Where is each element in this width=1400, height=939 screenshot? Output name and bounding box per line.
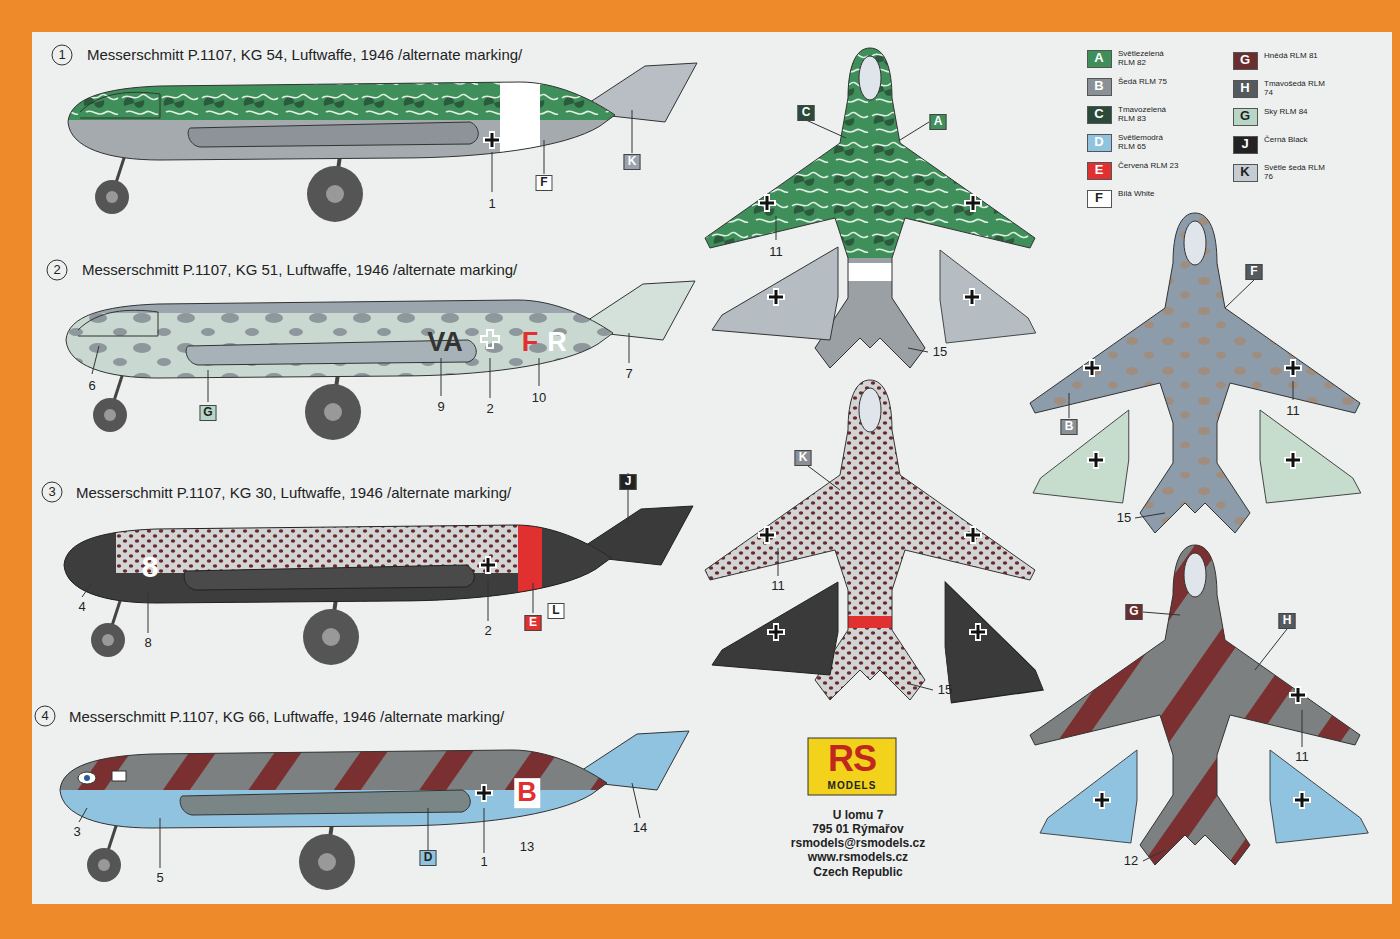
legend-letter: J [1241, 137, 1248, 151]
legend-text: Světlezelená RLM 82 [1118, 49, 1180, 67]
callout-number: 15 [938, 683, 952, 697]
legend-letter: E [1095, 163, 1104, 177]
profile-number: 1 [52, 45, 73, 66]
legend-text: Šedá RLM 75 [1118, 77, 1180, 86]
address-line: www.rsmodels.cz [808, 851, 908, 864]
legend-letter: F [1095, 191, 1103, 205]
callout-number: 7 [625, 367, 632, 381]
color-callout: E [525, 615, 542, 631]
color-callout: J [620, 474, 637, 490]
color-callout: H [1279, 613, 1296, 629]
color-callout: G [200, 405, 217, 421]
profile-number: 3 [42, 482, 63, 503]
aircraft-marking: F [522, 328, 539, 358]
callout-number: 11 [1286, 404, 1300, 418]
address-line: Czech Republic [813, 866, 902, 879]
callout-number: 14 [633, 821, 647, 835]
callout-number: 13 [520, 840, 534, 854]
color-callout: A [930, 114, 947, 130]
top-view-1 [705, 48, 1035, 378]
callout-number: 11 [771, 579, 785, 593]
profile-1 [60, 63, 697, 222]
callout-number: 8 [144, 636, 151, 650]
brand-logo: RS [828, 739, 876, 779]
address-line: rsmodels@rsmodels.cz [791, 837, 925, 850]
callout-number: 1 [480, 855, 487, 869]
aircraft-marking: 8 [142, 550, 159, 583]
logo-box [808, 738, 896, 795]
address-line: 795 01 Rýmařov [812, 823, 903, 836]
legend-letter: G [1240, 53, 1250, 67]
color-callout: D [420, 850, 437, 866]
callout-number: 15 [933, 345, 947, 359]
callout-number: 2 [486, 402, 493, 416]
legend-letter: C [1094, 107, 1103, 121]
legend-text: Hnědá RLM 81 [1264, 51, 1326, 60]
color-callout: C [798, 105, 815, 121]
color-callout: K [795, 450, 812, 466]
legend-letter: H [1240, 81, 1249, 95]
top-view-3 [1030, 213, 1360, 533]
callout-number: 5 [156, 871, 163, 885]
aircraft-marking: R [547, 328, 567, 358]
callout-number: 11 [1295, 750, 1309, 764]
color-callout: K [624, 154, 641, 170]
aircraft-marking: VA [427, 328, 463, 358]
cross-outline [481, 330, 499, 348]
profile-4 [52, 731, 689, 890]
profile-2 [58, 281, 695, 440]
legend-text: Tmavošedá RLM 74 [1264, 79, 1326, 97]
legend-text: Světlemodrá RLM 65 [1118, 133, 1180, 151]
profile-caption: Messerschmitt P.1107, KG 54, Luftwaffe, … [87, 47, 522, 64]
legend-letter: G [1240, 109, 1250, 123]
callout-number: 10 [532, 391, 546, 405]
wing-plans [712, 247, 1368, 843]
legend-text: Černá Black [1264, 135, 1326, 144]
color-callout: L [548, 603, 565, 619]
callout-number: 2 [484, 624, 491, 638]
color-callout: F [1246, 264, 1263, 280]
callout-number: 12 [1124, 854, 1138, 868]
callout-number: 1 [488, 197, 495, 211]
legend-text: Světle šedá RLM 76 [1264, 163, 1326, 181]
color-callout: F [536, 175, 553, 191]
profile-caption: Messerschmitt P.1107, KG 30, Luftwaffe, … [76, 485, 511, 502]
profile-number: 4 [35, 706, 56, 727]
profile-number: 2 [47, 260, 68, 281]
callout-number: 4 [78, 600, 85, 614]
legend-letter: K [1240, 165, 1249, 179]
callout-number: 15 [1117, 511, 1131, 525]
legend-letter: A [1094, 51, 1103, 65]
profile-3 [56, 473, 693, 665]
color-callout: G [1126, 604, 1143, 620]
brand-logo: MODELS [828, 780, 877, 791]
legend-letter: D [1094, 135, 1103, 149]
profile-caption: Messerschmitt P.1107, KG 66, Luftwaffe, … [69, 709, 504, 726]
address-line: U lomu 7 [833, 809, 884, 822]
callout-number: 6 [88, 379, 95, 393]
legend-letter: B [1094, 79, 1103, 93]
callout-number: 3 [73, 825, 80, 839]
callout-number: 11 [769, 245, 783, 259]
profile-caption: Messerschmitt P.1107, KG 51, Luftwaffe, … [82, 262, 517, 279]
legend-text: Červená RLM 23 [1118, 161, 1180, 170]
aircraft-marking: B [514, 778, 540, 808]
legend-text: Sky RLM 84 [1264, 107, 1326, 116]
color-callout: B [1061, 419, 1078, 435]
legend-text: Bílá White [1118, 189, 1180, 198]
legend-text: Tmavozelená RLM 83 [1118, 105, 1180, 123]
callout-number: 9 [437, 400, 444, 414]
